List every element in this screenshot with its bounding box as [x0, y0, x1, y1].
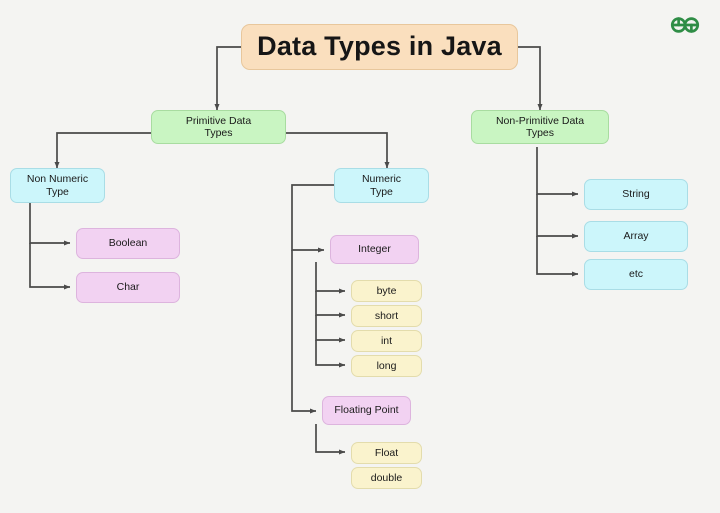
node-byte[interactable]: byte	[351, 280, 422, 302]
node-array[interactable]: Array	[584, 221, 688, 252]
node-string[interactable]: String	[584, 179, 688, 210]
wire-integer-to-int	[315, 315, 346, 343]
node-float[interactable]: Float	[351, 442, 422, 464]
node-long[interactable]: long	[351, 355, 422, 377]
wire-numeric-to-integer	[291, 184, 334, 253]
geeksforgeeks-logo	[670, 17, 700, 33]
node-non-primitive-data-types[interactable]: Non-Primitive Data Types	[471, 110, 609, 144]
wire-integer-to-byte	[315, 262, 346, 294]
node-boolean[interactable]: Boolean	[76, 228, 180, 259]
wire-nonnumeric-to-boolean	[29, 203, 71, 246]
wire-primitive-to-nonnumeric	[54, 132, 151, 169]
wire-nonprimitive-to-etc	[536, 236, 579, 277]
wire-integer-to-short	[315, 291, 346, 318]
node-non-numeric-type[interactable]: Non Numeric Type	[10, 168, 105, 203]
node-double[interactable]: double	[351, 467, 422, 489]
wire-nonprimitive-to-string	[536, 147, 579, 197]
node-etc[interactable]: etc	[584, 259, 688, 290]
wire-root-to-nonprimitive	[518, 46, 543, 111]
node-numeric-type[interactable]: Numeric Type	[334, 168, 429, 203]
wire-primitive-to-numeric	[286, 132, 390, 169]
node-floating-point[interactable]: Floating Point	[322, 396, 411, 425]
wire-root-to-primitive	[214, 46, 241, 111]
wire-nonnumeric-to-char	[29, 243, 71, 290]
wire-numeric-to-floatingpoint	[291, 250, 317, 414]
wire-integer-to-long	[315, 340, 346, 368]
wire-floatingpoint-to-float	[315, 424, 346, 455]
wire-nonprimitive-to-array	[536, 194, 579, 239]
node-char[interactable]: Char	[76, 272, 180, 303]
node-integer[interactable]: Integer	[330, 235, 419, 264]
node-short[interactable]: short	[351, 305, 422, 327]
node-primitive-data-types[interactable]: Primitive Data Types	[151, 110, 286, 144]
node-int[interactable]: int	[351, 330, 422, 352]
node-root-data-types-in-java[interactable]: Data Types in Java	[241, 24, 518, 70]
